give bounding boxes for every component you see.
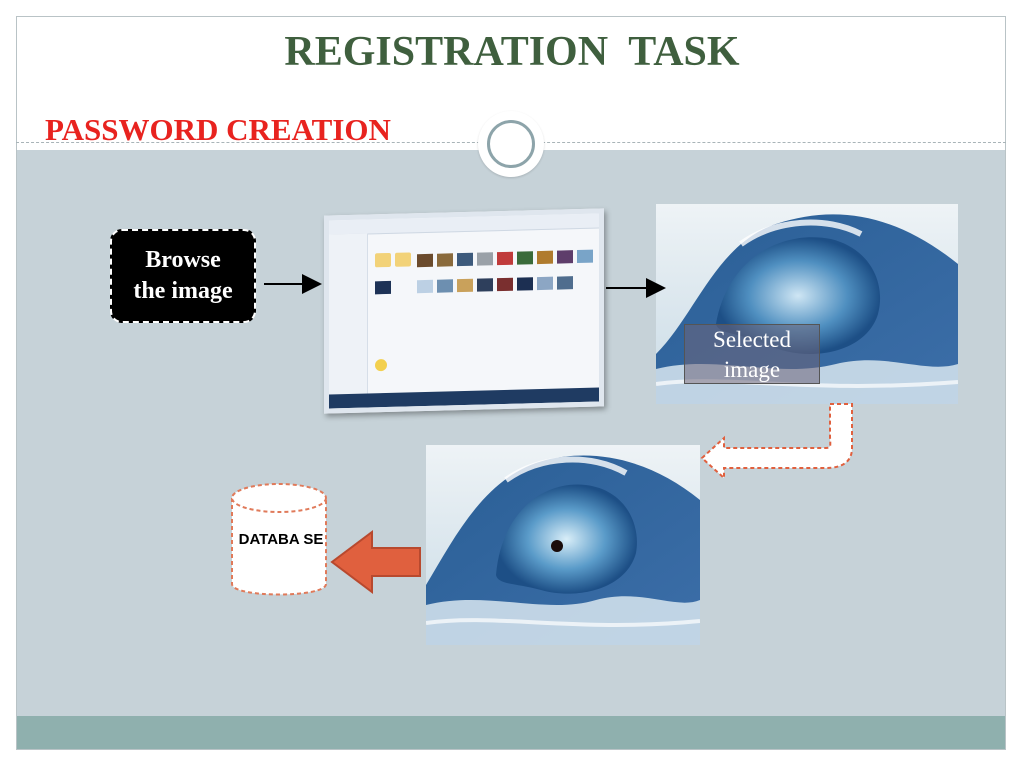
image-thumbnail [477,252,493,266]
image-thumbnail [537,250,553,265]
user-folder-icon [375,359,387,372]
slide-subtitle: PASSWORD CREATION [45,112,391,147]
explorer-toolbar [329,213,599,236]
browse-image-box: Browse the image [110,229,256,323]
image-thumbnail [497,251,513,266]
file-explorer-window [324,208,604,414]
password-wave-image [426,445,700,645]
image-thumbnail [517,277,533,291]
selected-image-label: Selected image [684,324,820,384]
image-thumbnail [417,279,433,294]
image-thumbnail [577,249,593,264]
database-label: DATABA SE [238,531,324,548]
folder-icon [395,252,411,267]
slide-title: REGISTRATION TASK [284,29,740,75]
image-thumbnail [517,251,533,265]
ring-inner [487,120,535,168]
footer-band [17,716,1005,749]
image-thumbnail [417,253,433,268]
explorer-nav-pane [329,233,368,395]
image-thumbnail [557,276,573,290]
image-thumbnail [537,276,553,291]
circle-ring-icon [478,111,544,177]
image-thumbnail [457,252,473,267]
image-thumbnail [477,278,493,292]
folder-icon [375,252,391,268]
browse-image-label: Browse the image [133,247,233,304]
taskbar [329,387,599,409]
image-thumbnail [557,250,573,264]
image-thumbnail [437,253,453,267]
image-thumbnail [497,277,513,292]
wave-image-graphic [426,445,700,645]
image-thumbnail [375,280,391,295]
image-thumbnail [457,278,473,293]
image-thumbnail [437,279,453,293]
